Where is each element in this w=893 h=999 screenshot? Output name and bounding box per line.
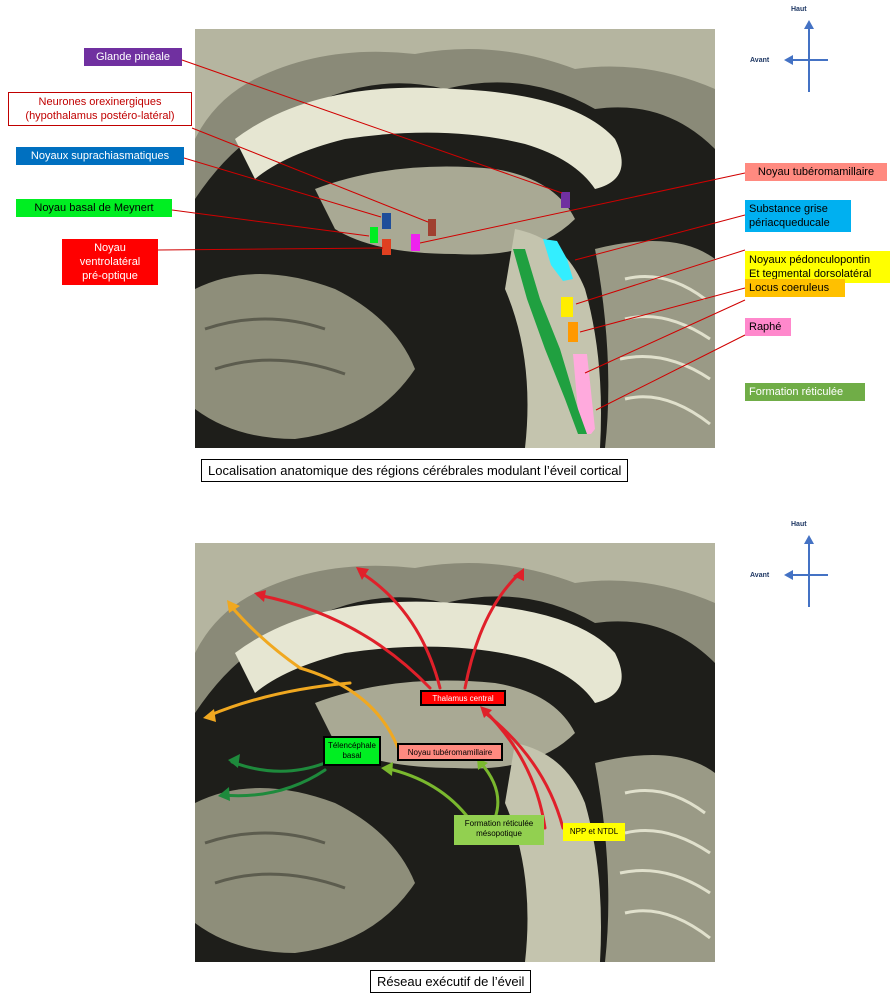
arrow-tmn-up [230,605,398,748]
arrow-telencephale-1 [232,762,325,771]
bottom-caption: Réseau exécutif de l’éveil [370,970,531,993]
node-telencephale-line1: Télencéphale [325,741,379,751]
arrow-frm-tmn [480,762,498,818]
compass-avant-label: Avant [750,572,769,579]
node-formation-reticulee: Formation réticulée mésopotique [454,815,544,845]
node-noyau-tuberomamillaire: Noyau tubéromamillaire [397,743,503,761]
compass-arrows-icon [784,535,830,611]
arrow-telencephale-2 [222,770,325,796]
compass-bottom: Haut Avant [760,521,830,601]
arrow-frm-telencephale [385,768,470,820]
arrow-thalamus-up-left [360,572,440,688]
arrow-thalamus-up-right [465,573,520,688]
node-frm-line1: Formation réticulée [454,819,544,829]
node-frm-line2: mésopotique [454,829,544,839]
node-thalamus-central: Thalamus central [420,690,506,706]
node-telencephale-line2: basal [325,751,379,761]
arrow-thalamus-left [258,595,430,688]
arrow-tmn-left [208,683,350,716]
node-telencephale-basal: Télencéphale basal [323,736,381,766]
compass-haut-label: Haut [791,521,807,528]
node-npp-ntdl: NPP et NTDL [563,823,625,841]
